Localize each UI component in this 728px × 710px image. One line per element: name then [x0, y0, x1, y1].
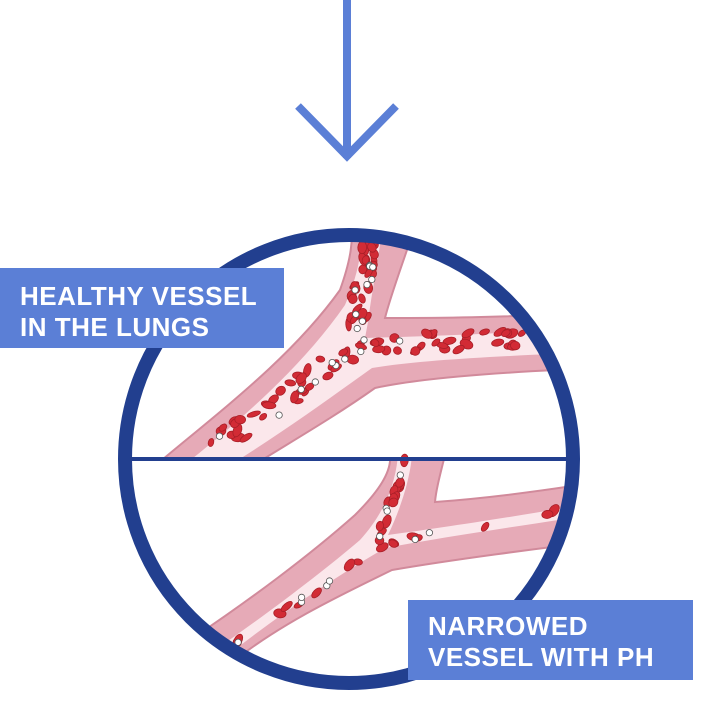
healthy-red-blood-cell	[365, 213, 373, 224]
healthy-red-blood-cell	[284, 379, 297, 387]
healthy-red-blood-cell	[290, 390, 300, 404]
narrowed-red-blood-cell	[280, 601, 293, 612]
healthy-red-blood-cell	[246, 410, 261, 418]
healthy-red-blood-cell	[431, 338, 441, 347]
healthy-red-blood-cell	[357, 308, 368, 320]
healthy-red-blood-cell	[364, 216, 371, 225]
healthy-red-blood-cell	[393, 346, 402, 355]
healthy-white-blood-cell	[328, 358, 336, 367]
healthy-red-blood-cell	[510, 340, 521, 351]
healthy-red-blood-cell	[315, 355, 326, 363]
narrowed-red-blood-cell	[480, 521, 490, 532]
healthy-white-blood-cell	[353, 324, 361, 333]
healthy-red-blood-cell	[550, 328, 563, 338]
healthy-red-blood-cell	[580, 322, 592, 334]
healthy-red-blood-cell	[358, 293, 366, 304]
healthy-red-blood-cell	[322, 371, 334, 381]
healthy-red-blood-cell	[338, 348, 349, 357]
down-arrow-icon	[295, 0, 399, 162]
narrowed-red-blood-cell	[388, 497, 399, 508]
healthy-white-blood-cell	[351, 286, 359, 294]
healthy-white-blood-cell	[297, 385, 305, 393]
healthy-vessel-label: HEALTHY VESSEL IN THE LUNGS	[0, 268, 284, 348]
healthy-white-blood-cell	[368, 275, 376, 284]
healthy-red-blood-cell	[410, 346, 421, 356]
healthy-white-blood-cell	[311, 378, 319, 386]
healthy-red-blood-cell	[572, 335, 583, 345]
healthy-red-blood-cell	[479, 328, 490, 336]
healthy-red-blood-cell	[452, 344, 465, 355]
magnifier-circle-ring	[118, 228, 580, 690]
healthy-white-blood-cell	[275, 411, 283, 419]
narrowed-white-blood-cell	[425, 529, 433, 537]
healthy-white-blood-cell	[358, 317, 366, 325]
narrowed-white-blood-cell	[396, 471, 404, 479]
healthy-white-blood-cell	[352, 310, 360, 318]
healthy-red-blood-cell	[568, 326, 573, 336]
healthy-white-blood-cell	[357, 347, 365, 356]
healthy-vessel-lumen	[178, 235, 573, 459]
healthy-red-blood-cell	[239, 432, 253, 443]
narrowed-vessel	[187, 459, 573, 662]
healthy-red-blood-cell	[348, 293, 358, 304]
narrowed-red-blood-cell	[311, 587, 322, 599]
narrowed-red-blood-cell	[375, 520, 384, 532]
narrowed-red-blood-cell	[388, 539, 399, 548]
healthy-red-blood-cell	[234, 414, 246, 425]
healthy-white-blood-cell	[215, 432, 224, 440]
healthy-red-blood-cell	[501, 329, 511, 338]
narrowed-red-blood-cell	[395, 477, 405, 488]
healthy-white-blood-cell	[396, 337, 404, 345]
healthy-white-blood-cell	[560, 324, 569, 332]
healthy-red-blood-cell	[295, 372, 307, 384]
narrowed-label-line-1: NARROWED	[428, 611, 588, 641]
healthy-red-blood-cell	[218, 423, 228, 432]
healthy-red-blood-cell	[259, 413, 268, 421]
healthy-red-blood-cell	[421, 328, 433, 339]
narrowed-blood-cells	[220, 453, 583, 651]
healthy-red-blood-cell	[461, 328, 475, 339]
narrowed-label-line-2: VESSEL WITH PH	[428, 642, 655, 672]
healthy-white-blood-cell	[360, 336, 368, 344]
narrowed-white-blood-cell	[577, 508, 583, 514]
healthy-label-line-2: IN THE LUNGS	[20, 312, 210, 342]
narrowed-white-blood-cell	[297, 593, 306, 602]
narrowed-white-blood-cell	[234, 638, 242, 646]
narrowed-red-blood-cell	[541, 509, 554, 519]
narrowed-vessel-wall	[187, 459, 573, 662]
narrowed-white-blood-cell	[383, 507, 391, 515]
healthy-white-blood-cell	[363, 280, 371, 289]
healthy-red-blood-cell	[370, 338, 380, 348]
narrowed-white-blood-cell	[376, 532, 384, 541]
healthy-red-blood-cell	[261, 401, 277, 410]
healthy-red-blood-cell	[207, 438, 215, 447]
healthy-red-blood-cell	[275, 385, 286, 396]
healthy-red-blood-cell	[357, 240, 368, 254]
healthy-red-blood-cell	[491, 338, 505, 347]
narrowed-red-blood-cell	[343, 558, 356, 572]
narrowed-white-blood-cell	[325, 577, 334, 585]
healthy-white-blood-cell	[369, 263, 377, 271]
narrowed-vessel-label: NARROWED VESSEL WITH PH	[408, 600, 693, 680]
healthy-white-blood-cell	[341, 355, 349, 363]
healthy-label-line-1: HEALTHY VESSEL	[20, 281, 258, 311]
narrowed-white-blood-cell	[411, 535, 419, 544]
healthy-red-blood-cell	[361, 255, 370, 265]
